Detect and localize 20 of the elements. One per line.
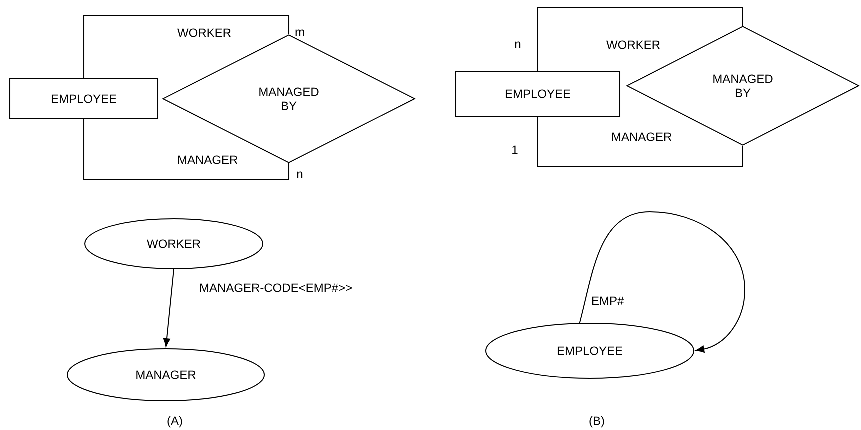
connector xyxy=(538,116,744,168)
figure-caption: (B) xyxy=(590,416,604,428)
figure-caption: (A) xyxy=(168,416,182,428)
connector xyxy=(84,16,290,79)
cardinality-label: n xyxy=(515,42,521,48)
edge-label: MANAGER-CODE<EMP#>> xyxy=(200,284,352,292)
edge-label: MANAGER xyxy=(178,156,238,164)
entity-box: EMPLOYEE xyxy=(10,78,158,120)
edge-label: EMP# xyxy=(592,296,624,306)
cardinality-label: 1 xyxy=(512,146,518,154)
connector xyxy=(84,119,290,180)
connector xyxy=(163,269,174,348)
edge-label: MANAGER xyxy=(612,132,672,142)
connector xyxy=(538,8,744,72)
entity-box: EMPLOYEE xyxy=(456,71,620,117)
cardinality-label: n xyxy=(297,172,303,178)
edge-label: WORKER xyxy=(178,28,231,38)
cardinality-label: m xyxy=(296,30,304,36)
connector xyxy=(579,212,746,353)
edge-label: WORKER xyxy=(606,40,660,50)
